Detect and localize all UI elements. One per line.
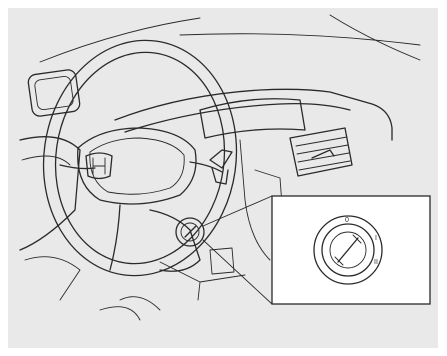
dashboard-inner-contour <box>125 104 350 132</box>
door-panel <box>20 137 80 250</box>
center-dash-line <box>240 140 270 260</box>
steering-spoke-left <box>60 165 95 169</box>
lower-panel-switch <box>210 248 234 274</box>
door-armrest <box>22 156 70 165</box>
windshield-top-line <box>40 18 200 62</box>
knee-area-lines <box>100 297 160 320</box>
side-mirror-glass <box>34 76 74 111</box>
position-0-label: 0 <box>345 217 349 224</box>
wiper-stalk <box>210 150 232 168</box>
door-lower <box>25 257 80 300</box>
lower-panel-edge <box>198 282 200 300</box>
ignition-switch <box>176 218 204 246</box>
dashboard-top-contour <box>115 89 392 140</box>
ignition-callout-box <box>272 196 430 304</box>
roof-line <box>180 34 420 45</box>
position-II-label: II <box>374 259 378 266</box>
air-vent-right <box>290 128 352 176</box>
steering-wheel-rim-inner <box>42 41 238 274</box>
callout-connector-top <box>203 196 272 226</box>
position-I-label: I <box>375 235 377 242</box>
